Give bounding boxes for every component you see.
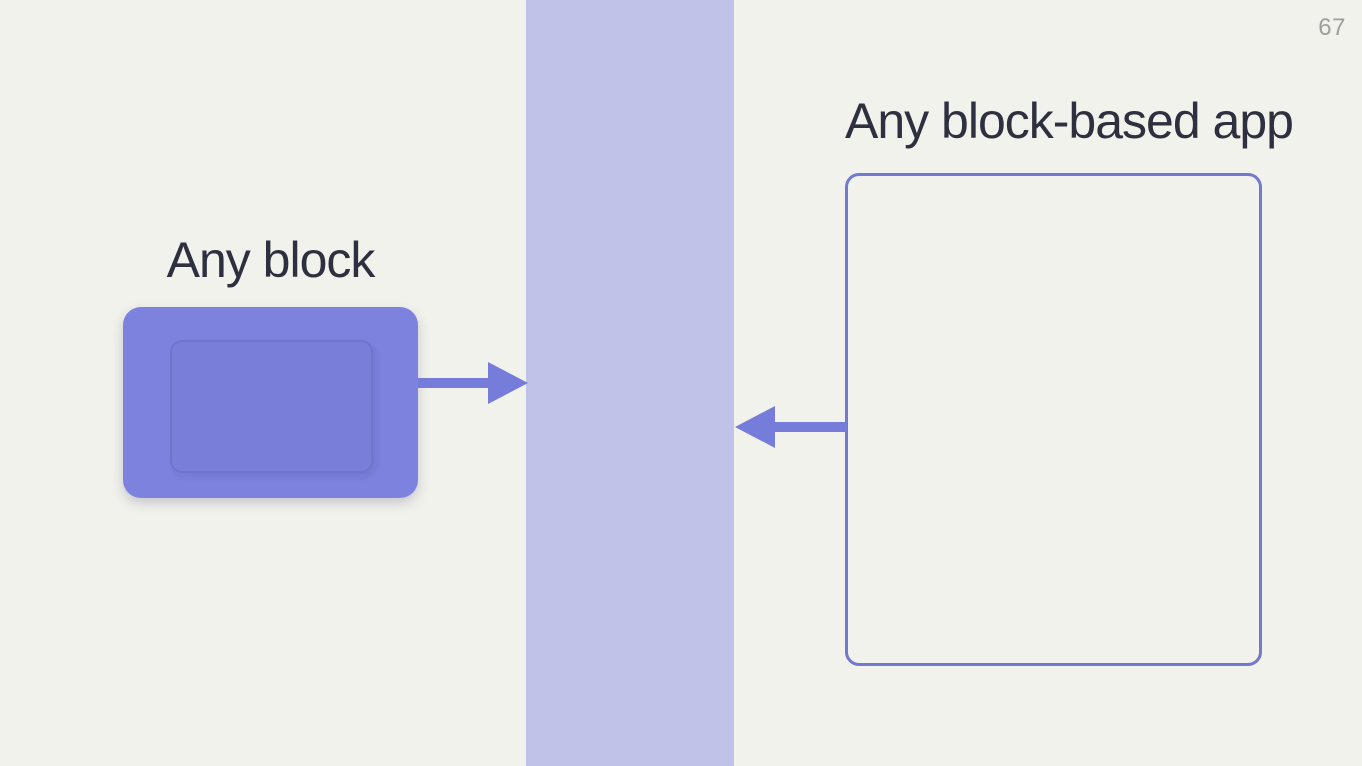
arrow-left-icon [735,406,847,448]
any-block-shape [123,307,418,498]
arrow-right-icon [418,362,528,404]
protocol-band [526,0,734,766]
arrow-left-shaft [771,422,847,432]
left-title: Any block [166,232,376,288]
page-number: 67 [1318,14,1346,41]
app-outline-box [845,173,1262,666]
arrow-right-head [488,362,528,404]
arrow-right-shaft [418,378,496,388]
any-block-inner-shape [170,340,373,473]
right-title: Any block-based app [845,93,1294,149]
arrow-left-head [735,406,775,448]
